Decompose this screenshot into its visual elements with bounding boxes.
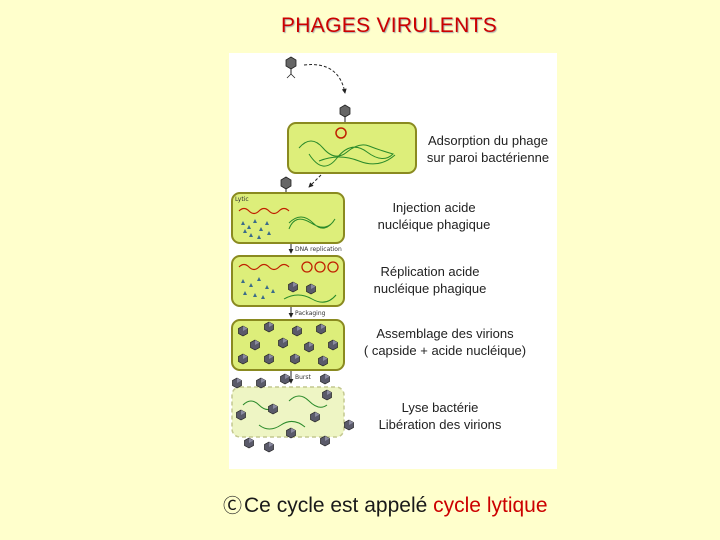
step-replication: Réplication acide nucléique phagique <box>359 263 501 297</box>
step-injection: Injection acide nucléique phagique <box>363 199 505 233</box>
bacterium-lysis <box>232 374 354 452</box>
stage-label-burst: Burst <box>295 374 312 381</box>
footer-text: Ce cycle est appelé <box>244 494 427 517</box>
step-lysis: Lyse bactérie Libération des virions <box>369 399 511 433</box>
bacterium-injection <box>232 193 344 243</box>
footer-caption: ⒸCe cycle est appelé cycle lytique <box>223 491 548 518</box>
bacterium-replication <box>232 256 344 306</box>
step-assembly: Assemblage des virions ( capside + acide… <box>355 325 535 359</box>
lytic-cycle-diagram: Lytic DNA replication Packaging <box>229 53 557 469</box>
page-title: PHAGES VIRULENTS <box>0 14 720 38</box>
bacterium-adsorption <box>288 123 416 173</box>
stage-label-dna-replication: DNA replication <box>295 246 342 253</box>
footer-highlight: cycle lytique <box>433 494 547 517</box>
copyright-c-icon: Ⓒ <box>223 496 242 517</box>
bacterium-assembly <box>232 320 344 370</box>
free-phage-icon <box>286 57 296 78</box>
stage-label-packaging: Packaging <box>295 310 326 317</box>
step-adsorption: Adsorption du phage sur paroi bactérienn… <box>419 132 557 166</box>
stage-label-lytic: Lytic <box>235 196 249 203</box>
